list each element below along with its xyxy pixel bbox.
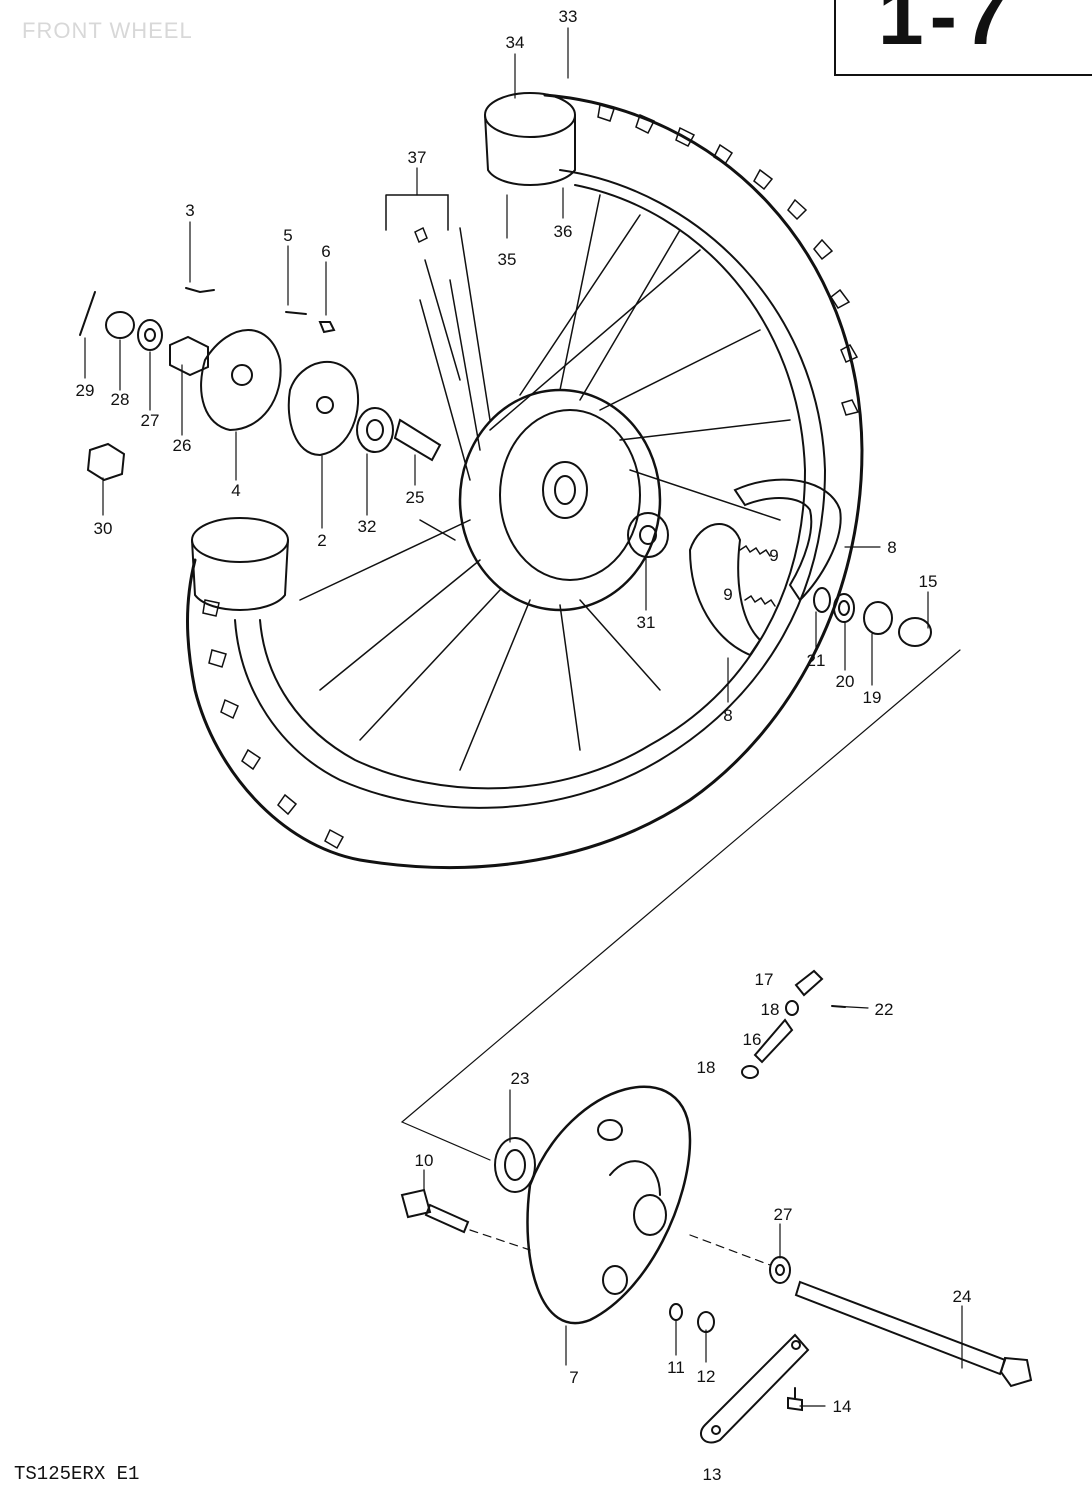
left-hardware (79, 287, 442, 482)
callout-18-upper: 18 (761, 1000, 780, 1019)
callout-11: 11 (667, 1358, 685, 1377)
callout-16: 16 (743, 1030, 762, 1049)
rim-band (191, 92, 576, 611)
callout-4: 4 (231, 481, 240, 500)
callout-32: 32 (358, 517, 377, 536)
callout-12: 12 (697, 1367, 716, 1386)
callout-28: 28 (111, 390, 130, 409)
callout-23: 23 (511, 1069, 530, 1088)
callout-36: 36 (554, 222, 573, 241)
callout-21: 21 (807, 651, 826, 670)
callout-labels: 33 34 37 3 5 6 35 36 29 28 27 26 4 30 2 … (76, 7, 972, 1484)
callout-31: 31 (637, 613, 656, 632)
callout-6: 6 (321, 242, 330, 261)
callout-27: 27 (141, 411, 160, 430)
front-axle (794, 1280, 1033, 1388)
callout-5: 5 (283, 226, 292, 245)
callout-30: 30 (94, 519, 113, 538)
section-code: 1-7 (878, 0, 1015, 62)
callout-18-lower: 18 (697, 1058, 716, 1077)
callout-20: 20 (836, 672, 855, 691)
brake-shoe-upper (733, 478, 842, 602)
callout-14: 14 (833, 1397, 852, 1416)
callout-13: 13 (703, 1465, 722, 1484)
callout-8-upper: 8 (887, 538, 896, 557)
hub (458, 388, 662, 612)
callout-3: 3 (185, 201, 194, 220)
callout-9-lower: 9 (723, 585, 732, 604)
lever-bolt (787, 1387, 803, 1412)
brake-shoe-lower (688, 523, 762, 657)
callout-35: 35 (498, 250, 517, 269)
model-code: TS125ERX E1 (14, 1463, 140, 1485)
callout-37: 37 (408, 148, 427, 167)
callout-17: 17 (755, 970, 774, 989)
callout-2: 2 (317, 531, 326, 550)
leader-lines (84, 27, 963, 1407)
tire-tread (202, 104, 860, 850)
callout-19: 19 (863, 688, 882, 707)
callout-7: 7 (569, 1368, 578, 1387)
callout-15: 15 (919, 572, 938, 591)
axle-washer (769, 1256, 791, 1284)
spokes (299, 194, 791, 771)
speedometer-gear (741, 969, 846, 1079)
callout-10: 10 (415, 1151, 434, 1170)
diagram-title: FRONT WHEEL (22, 18, 193, 43)
spacer (627, 512, 669, 558)
section-box (834, 0, 1092, 76)
spoke-nipple (385, 194, 491, 421)
cam-lever (700, 1333, 810, 1444)
brake-panel (526, 1085, 692, 1325)
assembly-lines (400, 649, 961, 1266)
callout-22: 22 (875, 1000, 894, 1019)
brake-spring (739, 544, 776, 607)
callout-24: 24 (953, 1287, 972, 1306)
washer-set (813, 587, 932, 647)
axle-bolt (400, 1188, 470, 1234)
callout-26: 26 (173, 436, 192, 455)
callout-34: 34 (506, 33, 525, 52)
callout-8-lower: 8 (723, 706, 732, 725)
callout-25: 25 (406, 488, 425, 507)
callout-27-lower: 27 (774, 1205, 793, 1224)
callout-33: 33 (559, 7, 578, 26)
tire (186, 93, 864, 869)
oil-seal (494, 1137, 536, 1193)
callout-29: 29 (76, 381, 95, 400)
callout-9-upper: 9 (769, 546, 778, 565)
cam-nut (669, 1303, 715, 1333)
